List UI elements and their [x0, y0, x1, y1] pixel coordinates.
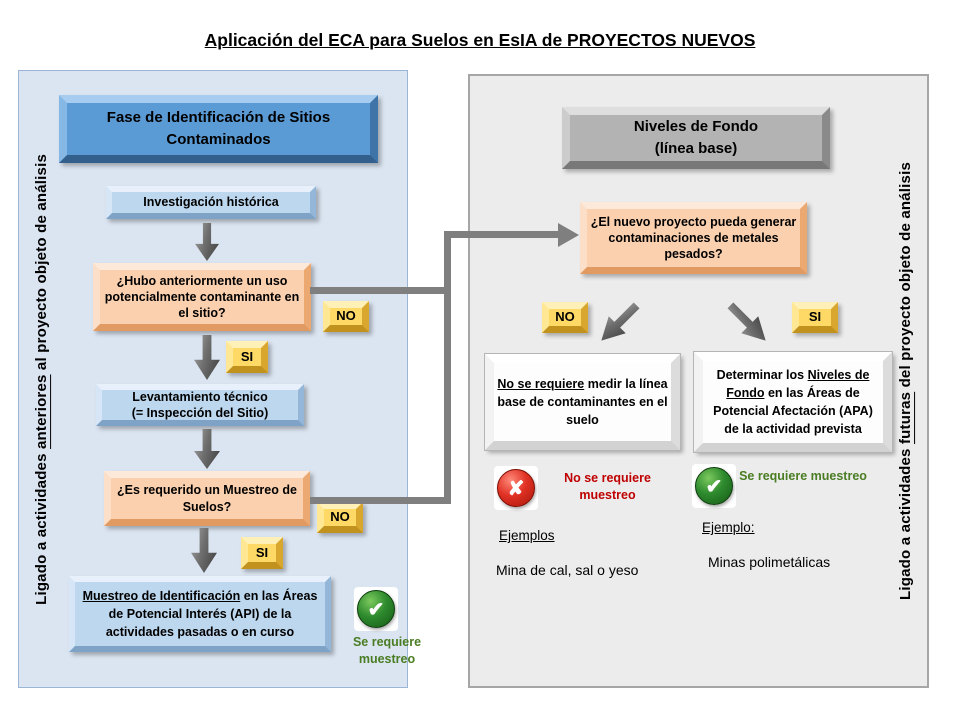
si-label-box: SI — [241, 537, 283, 569]
down-arrow-icon — [195, 223, 219, 261]
examples-label: Ejemplos — [499, 528, 555, 543]
down-arrow-icon — [194, 429, 220, 469]
determine-background-levels-box: Determinar los Niveles de Fondo en las Á… — [693, 351, 893, 453]
connector-arrowhead-icon — [558, 223, 579, 247]
technical-survey-box: Levantamiento técnico (= Inspección del … — [96, 384, 304, 426]
connector-line — [310, 497, 451, 504]
connector-line — [444, 231, 451, 504]
no-label-box: NO — [323, 301, 369, 332]
example-text: Minas polimetálicas — [708, 554, 831, 570]
sampling-required-label: Se requiere muestreo — [352, 635, 422, 666]
down-arrow-icon — [194, 335, 220, 380]
no-sampling-required-label: No se requiere muestreo — [564, 471, 651, 502]
left-vertical-label: Ligado a actividades anteriores al proye… — [32, 153, 50, 605]
check-icon: ✔ — [354, 587, 398, 631]
identification-sampling-box: Muestreo de Identificación en las Áreas … — [69, 576, 331, 652]
example-label: Ejemplo: — [702, 520, 755, 535]
sampling-required-label: Se requiere muestreo — [739, 469, 867, 483]
check-icon: ✔ — [692, 464, 736, 508]
no-label-box: NO — [542, 302, 588, 333]
no-baseline-box: No se requiere medir la línea base de co… — [484, 353, 681, 451]
historical-investigation-box: Investigación histórica — [106, 186, 316, 219]
page-title: Aplicación del ECA para Suelos en EsIA d… — [204, 30, 756, 50]
down-arrow-icon — [191, 528, 217, 573]
connector-line — [444, 231, 560, 238]
right-panel: Ligado a actividades futuras del proyect… — [468, 74, 929, 688]
cross-icon: ✘ — [494, 466, 538, 510]
left-header-box: Fase de Identificación de Sitios Contami… — [59, 95, 378, 163]
diagonal-arrow-down-right-icon — [722, 297, 774, 349]
heavy-metals-question-box: ¿El nuevo proyecto pueda generar contami… — [580, 202, 807, 274]
si-label-box: SI — [226, 341, 268, 373]
si-label-box: SI — [792, 302, 838, 333]
diagonal-arrow-down-left-icon — [593, 297, 645, 349]
example-text: Mina de cal, sal o yeso — [496, 562, 639, 578]
no-label-box: NO — [317, 502, 363, 533]
sampling-question-box: ¿Es requerido un Muestreo de Suelos? — [104, 471, 310, 526]
right-header-box: Niveles de Fondo (línea base) — [562, 107, 830, 169]
connector-line — [310, 287, 451, 294]
previous-use-question-box: ¿Hubo anteriormente un uso potencialment… — [93, 263, 311, 331]
left-panel: Ligado a actividades anteriores al proye… — [18, 70, 421, 688]
